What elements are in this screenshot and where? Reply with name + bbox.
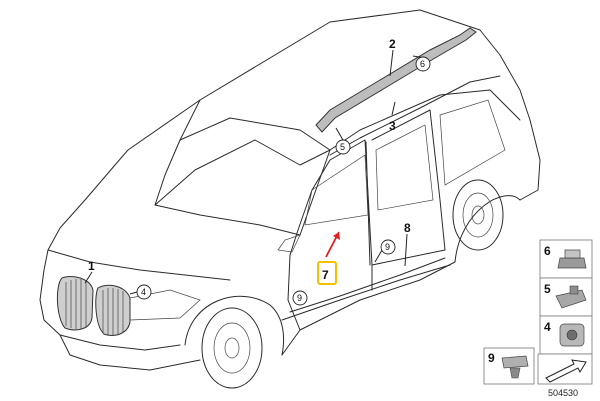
roof-rail-part[interactable] <box>315 27 477 133</box>
callout-1: 1 <box>88 259 95 273</box>
direction-arrow-icon <box>545 359 587 383</box>
b-pillar-trim-part[interactable] <box>365 141 371 266</box>
callout-2: 2 <box>389 37 396 51</box>
legend-item-6[interactable]: 6 <box>539 239 593 279</box>
expanding-clip-icon <box>501 355 529 379</box>
circled-ref-9-front: 9 <box>292 290 308 306</box>
legend-item-4[interactable]: 4 <box>539 315 593 355</box>
grille-slats <box>65 279 124 336</box>
svg-text:4: 4 <box>544 320 551 334</box>
roof-moulding-part[interactable] <box>329 75 501 156</box>
callout-8: 8 <box>404 221 411 235</box>
legend-item-9[interactable]: 9 <box>483 347 535 385</box>
svg-text:6: 6 <box>544 244 551 258</box>
svg-text:9: 9 <box>488 351 495 365</box>
direction-arrow-box <box>537 353 593 385</box>
circled-ref-5: 5 <box>335 139 351 155</box>
svg-text:6: 6 <box>420 59 425 69</box>
highlighted-callout-7[interactable]: 7 <box>317 261 337 285</box>
svg-text:4: 4 <box>141 287 146 297</box>
red-arrow-icon <box>325 231 340 258</box>
sill-trim-part[interactable] <box>289 257 446 313</box>
callout-7: 7 <box>322 268 329 282</box>
svg-text:5: 5 <box>340 142 345 152</box>
callout-3: 3 <box>389 119 396 133</box>
svg-text:5: 5 <box>544 282 551 296</box>
circled-ref-6: 6 <box>415 56 431 72</box>
grille-part[interactable] <box>57 276 131 337</box>
legend-panel: 6 5 4 9 <box>483 239 593 398</box>
svg-text:9: 9 <box>297 293 302 303</box>
circled-ref-4: 4 <box>136 284 152 300</box>
diagram-reference-number: 504530 <box>548 388 578 398</box>
legend-item-5[interactable]: 5 <box>539 277 593 317</box>
circled-ref-9-rear: 9 <box>380 239 396 255</box>
push-nut-icon <box>557 249 587 269</box>
clip-bracket-icon <box>555 285 587 309</box>
car-body-outline <box>39 9 541 389</box>
svg-text:9: 9 <box>385 242 390 252</box>
grommet-clip-icon <box>559 323 585 347</box>
